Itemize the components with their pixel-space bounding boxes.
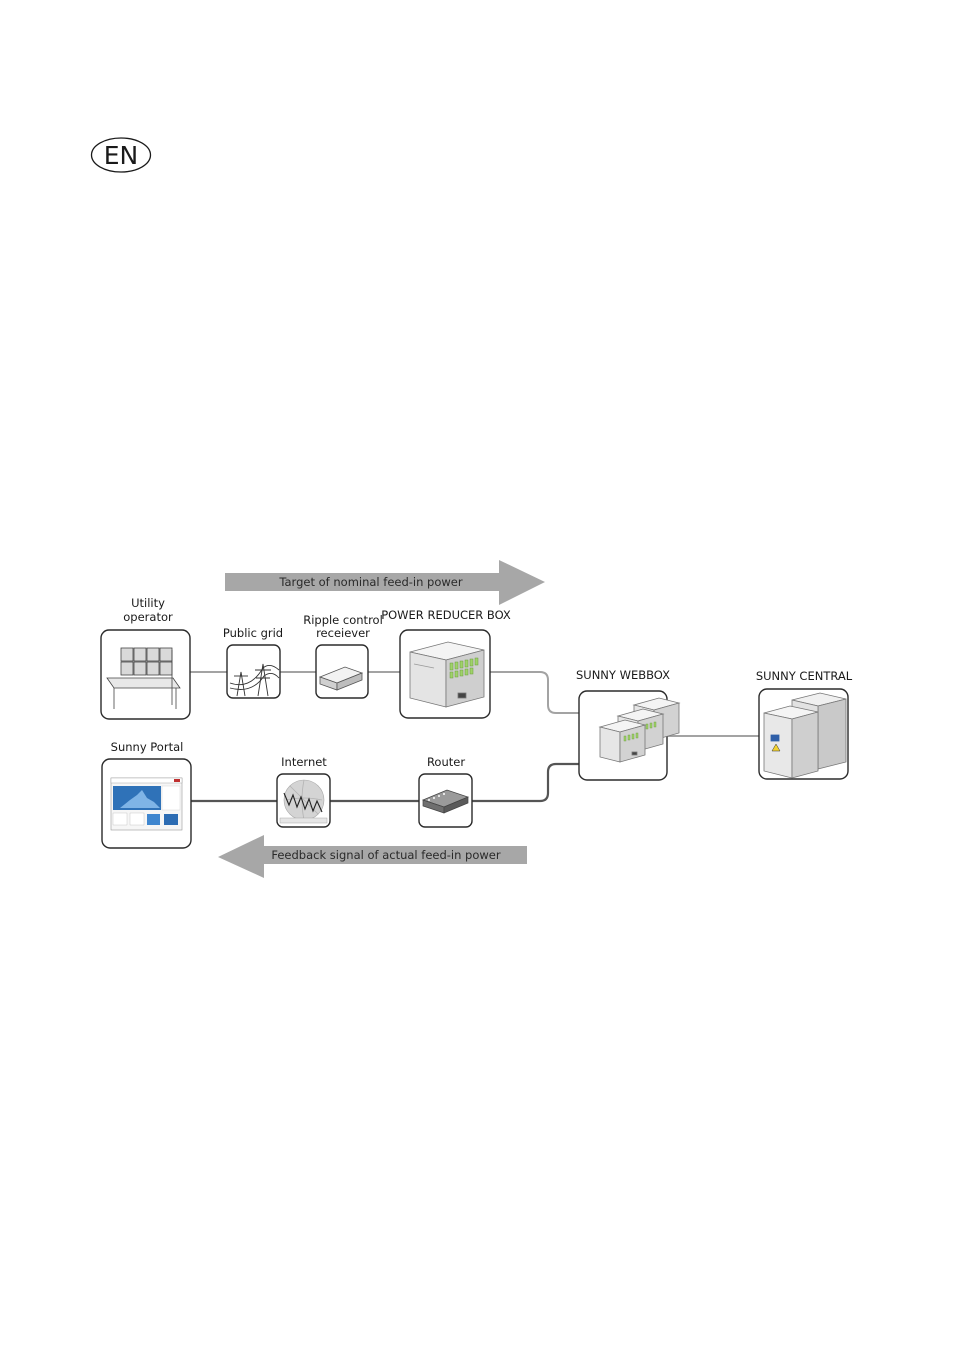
node-public-grid: Public grid xyxy=(223,626,283,699)
sunny-webbox-label: SUNNY WEBBOX xyxy=(576,668,670,682)
sunny-portal-label: Sunny Portal xyxy=(111,740,184,754)
node-utility-operator: Utility operator xyxy=(100,596,191,720)
connection-lines-top xyxy=(190,671,759,737)
router-label: Router xyxy=(427,755,465,769)
webbox-devices-icon xyxy=(598,697,681,763)
line-reducer-to-webbox xyxy=(490,671,579,714)
feedback-signal-arrow: Feedback signal of actual feed-in power xyxy=(218,835,527,878)
target-power-arrow-shape xyxy=(225,560,545,605)
public-grid-label: Public grid xyxy=(223,626,283,640)
line-router-to-webbox xyxy=(472,762,579,803)
utility-operator-label-line2: operator xyxy=(123,610,173,624)
sunny-central-label: SUNNY CENTRAL xyxy=(756,669,853,683)
node-power-reducer-box: POWER REDUCER BOX xyxy=(381,608,511,719)
node-ripple-control-receiver: Ripple control receiever xyxy=(303,613,383,699)
target-power-arrow: Target of nominal feed-in power xyxy=(225,560,545,605)
node-sunny-central: SUNNY CENTRAL xyxy=(756,669,853,780)
power-reducer-box-label: POWER REDUCER BOX xyxy=(381,608,511,622)
www-globe-icon xyxy=(279,779,328,824)
feedback-signal-arrow-shape xyxy=(218,835,527,878)
target-power-arrow-label: Target of nominal feed-in power xyxy=(278,575,462,589)
node-router: Router xyxy=(418,755,473,828)
power-pylon-icon xyxy=(229,663,280,697)
internet-label: Internet xyxy=(281,755,327,769)
language-badge-text: EN xyxy=(104,141,139,170)
ripple-control-label-line2: receiever xyxy=(316,626,370,640)
power-reducer-device-icon xyxy=(409,641,485,708)
node-sunny-portal: Sunny Portal xyxy=(101,740,192,849)
portal-screenshot-icon xyxy=(110,777,183,831)
utility-operator-label-line1: Utility xyxy=(131,596,165,610)
control-room-icon xyxy=(106,647,181,709)
receiver-device-icon xyxy=(318,666,364,691)
language-badge: EN xyxy=(90,137,152,173)
public-grid-frame xyxy=(226,644,281,699)
ripple-control-label-line1: Ripple control xyxy=(303,613,383,627)
language-badge-oval xyxy=(90,137,152,173)
node-internet: Internet xyxy=(276,755,331,828)
connection-lines-bottom xyxy=(191,762,579,803)
inverter-cabinet-icon xyxy=(763,692,847,779)
node-sunny-webbox: SUNNY WEBBOX xyxy=(576,668,681,781)
router-device-icon xyxy=(422,789,469,814)
feedback-signal-arrow-label: Feedback signal of actual feed-in power xyxy=(271,848,501,862)
